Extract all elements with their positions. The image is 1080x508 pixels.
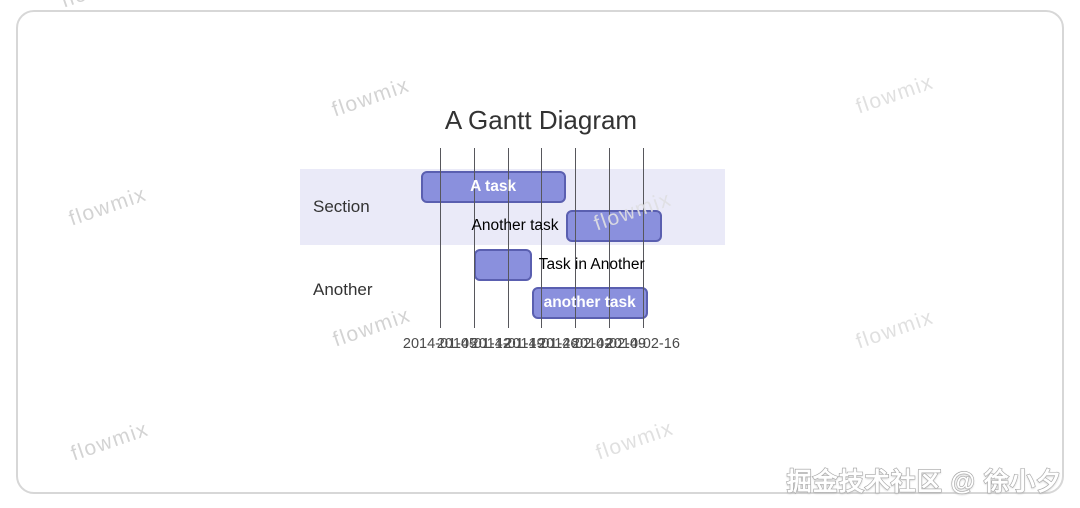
gridline	[575, 148, 577, 328]
chart-title: A Gantt Diagram	[444, 105, 638, 135]
task-bar	[531, 287, 648, 320]
credit-watermark: 掘金技术社区 @ 徐小夕	[786, 467, 1062, 496]
task-label: A task	[470, 178, 517, 195]
gridline	[473, 148, 475, 328]
axis-tick-label: 2014-01-12	[436, 336, 511, 352]
section-label: Section	[313, 196, 370, 216]
task-label: Another task	[471, 216, 559, 234]
axis-tick-label: 2014-01-19	[470, 336, 545, 352]
gridline	[440, 148, 441, 328]
gridline	[507, 148, 509, 328]
axis-tick-label: 2014-01-26	[504, 336, 579, 352]
gridline	[609, 148, 610, 328]
task-bar	[473, 248, 532, 281]
task-label: another task	[543, 294, 636, 312]
axis-tick-label: 2014-02-16	[605, 336, 680, 352]
content-card	[16, 10, 1064, 494]
axis-tick-label: 2014-01-05	[402, 336, 478, 352]
section-label: Another	[313, 280, 373, 300]
task-bar	[420, 171, 566, 203]
gridline	[642, 148, 644, 328]
axis-tick-label: 2014-02-09	[571, 336, 647, 352]
gridline	[541, 148, 543, 328]
axis-tick-label: 2014-02-02	[538, 336, 613, 352]
task-label: Task in Another	[538, 255, 645, 273]
task-bar	[565, 209, 663, 242]
